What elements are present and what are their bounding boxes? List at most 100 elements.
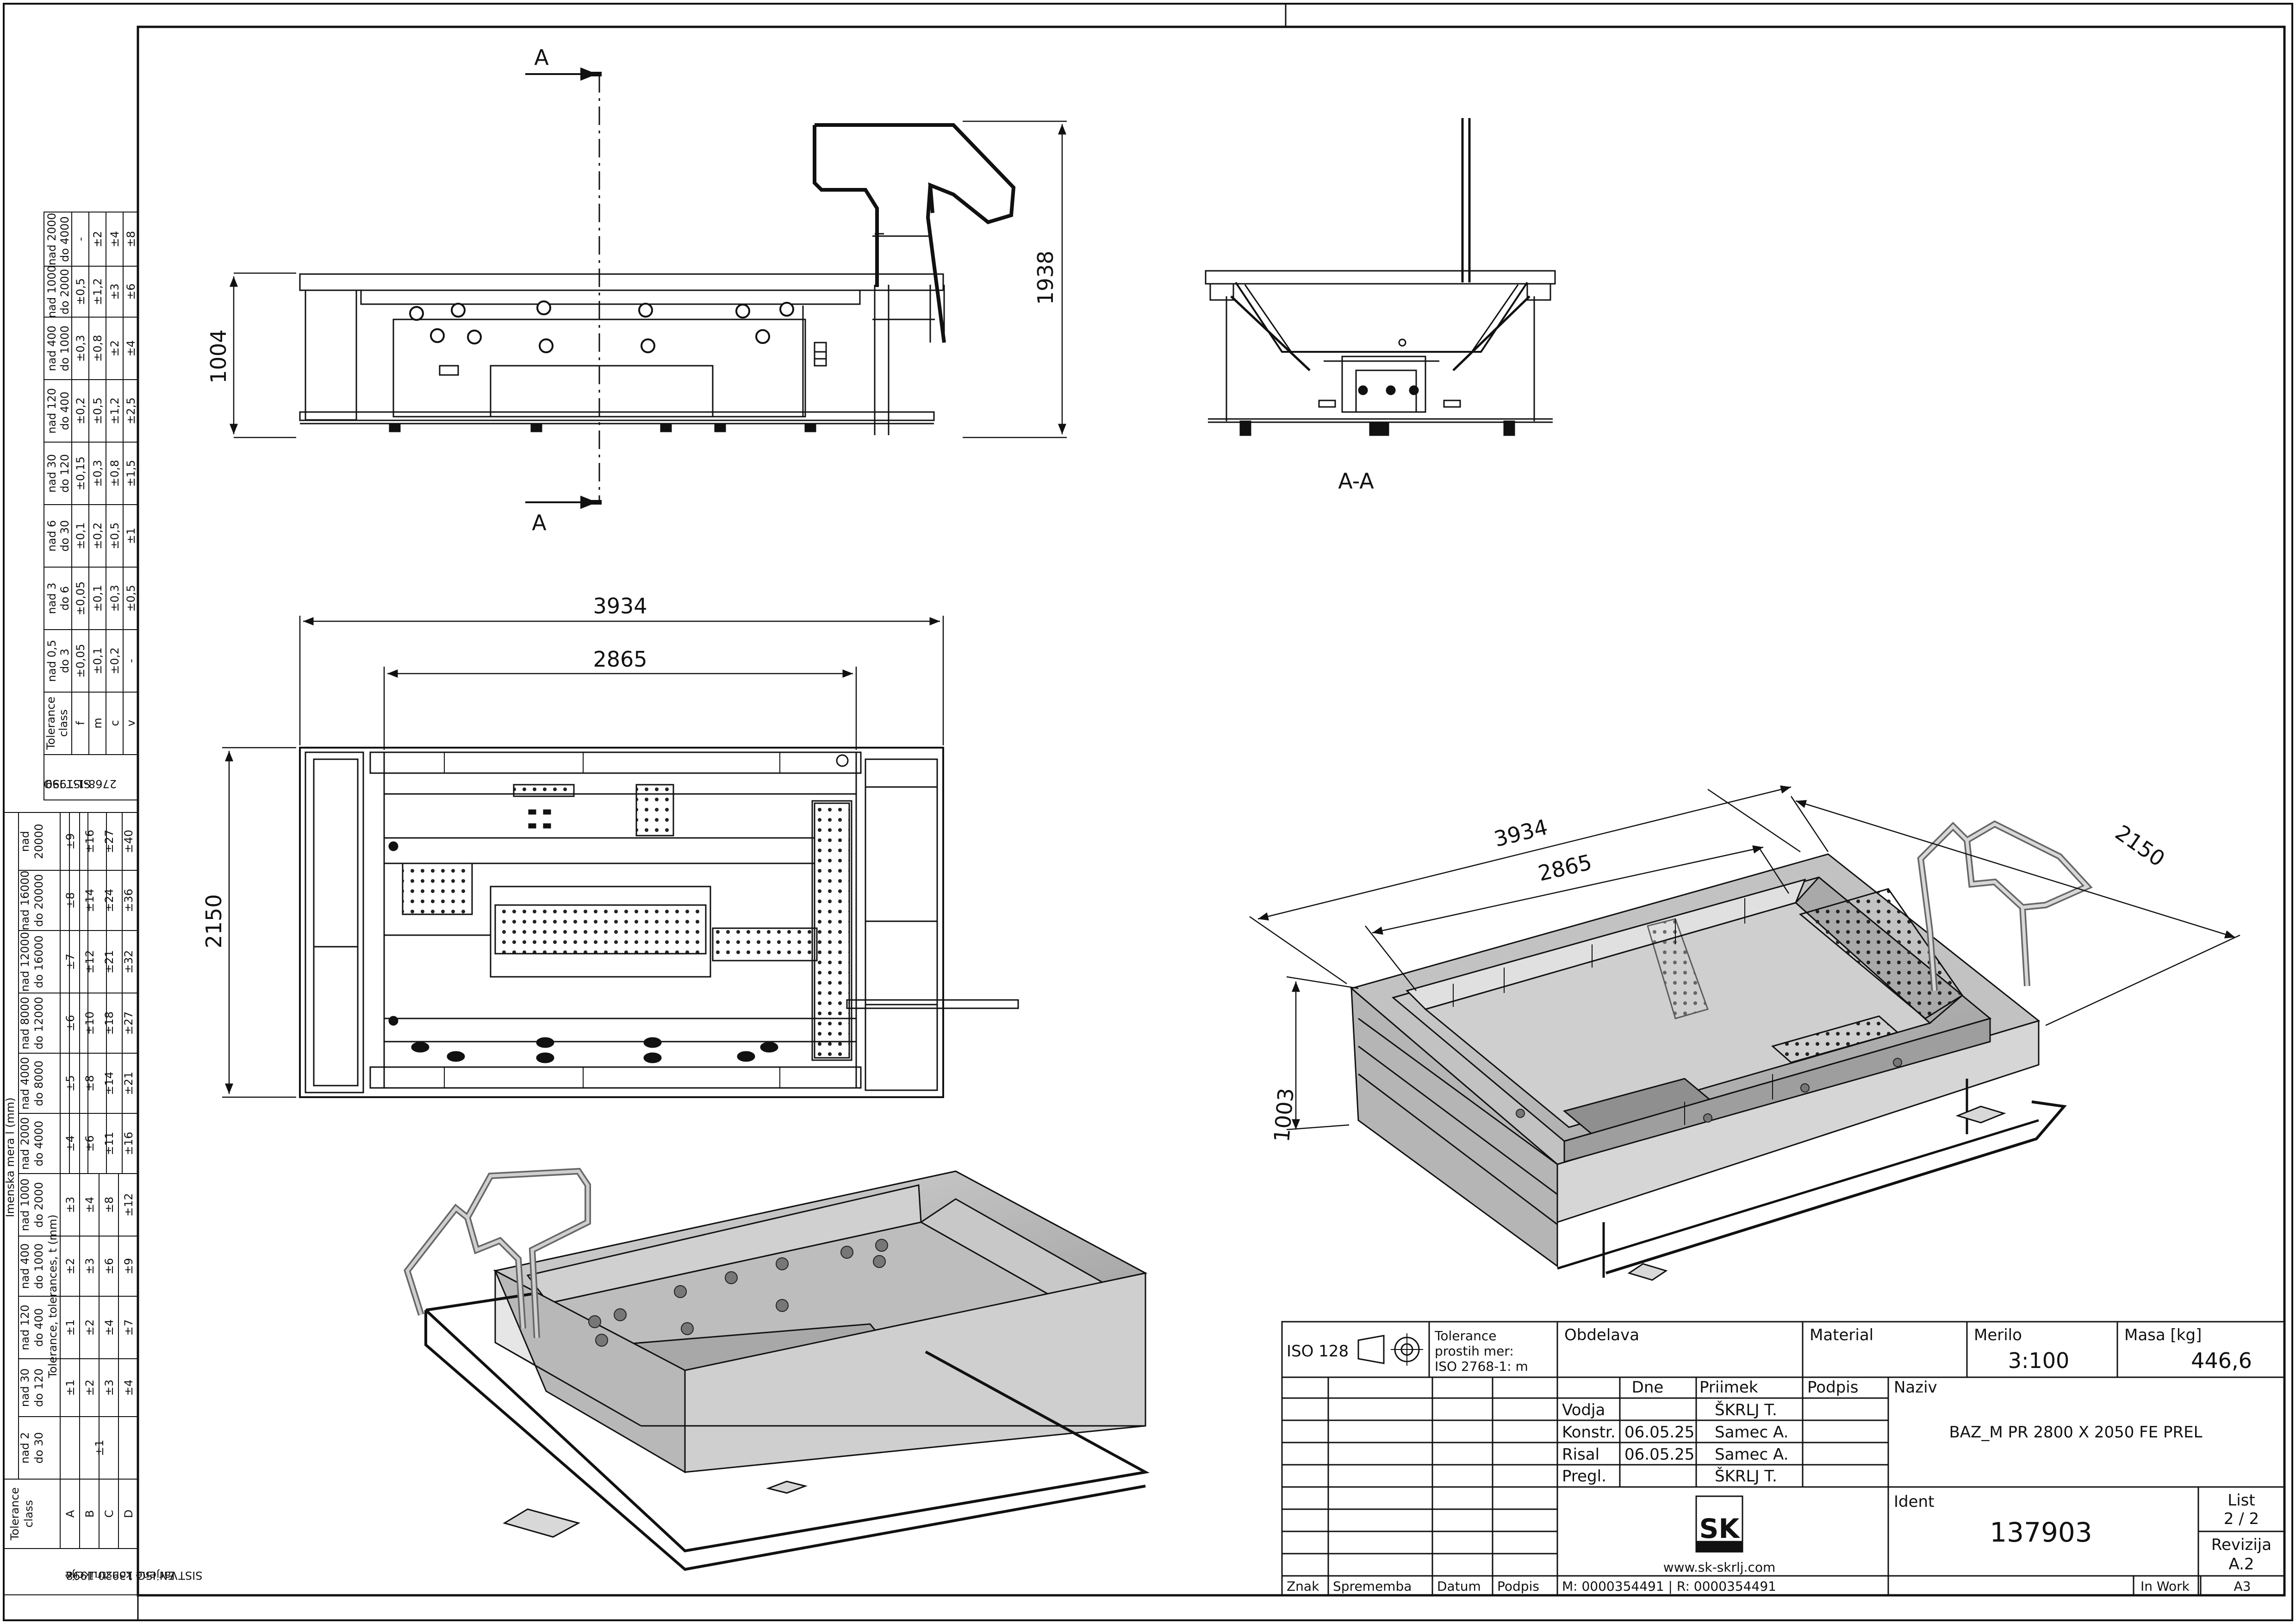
svg-text:Varjene konstrukcije: Varjene konstrukcije [65,1569,177,1582]
tolerance-range-header: do 120 [58,454,71,493]
svg-text:C: C [103,1510,116,1518]
svg-text:Vodja: Vodja [1562,1401,1605,1419]
tolerance-range-header: do 120 [32,1368,45,1407]
tolerance-value: ±36 [122,889,135,912]
svg-text:f: f [74,721,87,725]
top-width-dim: 2150 [201,894,226,948]
tolerance-value: ±0,15 [74,456,87,491]
tolerance-range-header: nad 16000 [19,870,31,930]
svg-text:Podpis: Podpis [1807,1378,1858,1397]
top-length-inner-dim: 2865 [593,647,647,672]
tolerance-value: ±27 [103,830,116,853]
tolerance-value: ±4 [103,1319,116,1336]
tolerance-range-header: nad 120 [19,1305,31,1350]
tolerance-value: ±11 [103,1132,116,1156]
tolerance-value: ±16 [122,1132,135,1156]
svg-text:m: m [91,718,104,728]
svg-text:A: A [64,1510,77,1518]
tolerance-value: ±0,2 [108,647,121,674]
tolerance-value: ±1 [64,1380,77,1396]
tolerance-value: ±40 [122,830,135,853]
svg-text:Priimek: Priimek [1699,1378,1758,1397]
tolerance-range-header: nad 1000 [19,1179,31,1231]
tolerance-value: ±4 [122,1380,135,1396]
tolerance-value: ±2 [91,231,104,247]
iso-length-inner-dim: 2865 [1536,849,1594,886]
tolerance-value: ±12 [122,1193,135,1217]
tolerance-value: ±24 [103,889,116,912]
tolerance-value: ±4 [108,231,121,247]
title-block [1281,1321,2285,1596]
svg-text:www.sk-skrlj.com: www.sk-skrlj.com [1663,1560,1776,1575]
tolerance-value: ±4 [83,1197,96,1213]
tolerance-value: ±7 [122,1319,135,1336]
tolerance-range-header: do 1000 [58,325,71,371]
svg-text:Masa [kg]: Masa [kg] [2124,1326,2202,1344]
svg-text:ŠKRLJ T.: ŠKRLJ T. [1715,1400,1777,1419]
company-logo: SK [1699,1513,1741,1544]
tolerance-value: ±2 [64,1258,77,1274]
svg-text:Samec A.: Samec A. [1715,1423,1788,1442]
svg-text:Konstr.: Konstr. [1562,1423,1616,1442]
title-block-text: ISO 128 Tolerance prostih mer: ISO 2768-… [1287,1326,2271,1594]
svg-text:Tolerance: Tolerance [8,1487,21,1541]
tolerance-range-header: nad 1000 [45,265,58,318]
tolerance-value: ±6 [83,1135,96,1151]
iso-width-dim: 2150 [2111,820,2170,871]
svg-text:06.05.25: 06.05.25 [1624,1423,1694,1442]
svg-text:ISO 128: ISO 128 [1287,1342,1349,1361]
tolerance-range-header: do 8000 [32,1061,45,1106]
tolerance-value: ±10 [83,1012,96,1035]
svg-text:Material: Material [1810,1326,1873,1344]
section-label-a-a: A-A [1338,468,1374,493]
tolerance-range-header: nad 30 [19,1368,31,1407]
section-view-a-a [1205,118,1556,436]
tolerance-value: ±0,1 [91,585,104,612]
tolerance-range-header: nad 2 [19,1432,31,1463]
tolerance-value: ±0,2 [91,522,104,549]
tolerance-value: ±27 [122,1012,135,1035]
svg-text:Pregl.: Pregl. [1562,1467,1606,1486]
tolerance-range-header: do 1000 [32,1243,45,1289]
tolerance-value: ±0,5 [124,585,137,612]
tolerance-range-header: do 12000 [32,997,45,1049]
front-height-dim: 1004 [206,329,231,383]
tolerance-value: ±21 [122,1072,135,1095]
ident-number: 137903 [1990,1517,2092,1548]
svg-text:Tolerance: Tolerance [1434,1328,1497,1343]
tolerance-value: ±8 [124,231,137,247]
svg-text:class: class [57,709,70,737]
tolerance-value: ±8 [83,1075,96,1091]
iso-view-left [404,1168,1150,1571]
tolerance-range-header: do 4000 [58,216,71,262]
tolerance-value: ±0,1 [74,522,87,549]
svg-text:Risal: Risal [1562,1445,1599,1464]
svg-text:Tolerance, tolerances, t (mm): Tolerance, tolerances, t (mm) [46,1214,59,1378]
top-length-outer-dim: 3934 [593,593,647,618]
tolerance-value: ±0,8 [91,335,104,362]
tolerance-range-header: nad 3 [45,582,58,614]
svg-text:Znak: Znak [1287,1579,1319,1594]
svg-text:v: v [124,720,137,726]
iso-dimension-lines [1249,785,2240,1131]
svg-text:2768-1:1999: 2768-1:1999 [45,777,117,790]
tolerance-value: ±0,1 [91,647,104,674]
svg-text:A3: A3 [2234,1579,2251,1594]
front-dimension-lines [230,120,1067,438]
tolerance-value: ±2,5 [124,397,137,424]
iso-height-dim: 1003 [1269,1087,1299,1143]
section-mark-top: A [534,45,549,70]
tolerance-range-header: nad 2000 [45,213,58,266]
tolerance-range-header: nad 6 [45,520,58,551]
svg-text:BAZ_M PR 2800 X 2050 FE PREL: BAZ_M PR 2800 X 2050 FE PREL [1949,1423,2202,1442]
tolerance-value: ±3 [64,1197,77,1213]
tolerance-range-header: do 30 [32,1432,45,1463]
tolerance-value: ±2 [108,340,121,356]
svg-text:Revizija: Revizija [2211,1536,2271,1554]
tolerance-value: ±2 [83,1319,96,1336]
tolerance-range-header: do 400 [32,1308,45,1347]
tolerance-value: ±1,2 [108,397,121,424]
tolerance-value: ±0,2 [74,397,87,424]
